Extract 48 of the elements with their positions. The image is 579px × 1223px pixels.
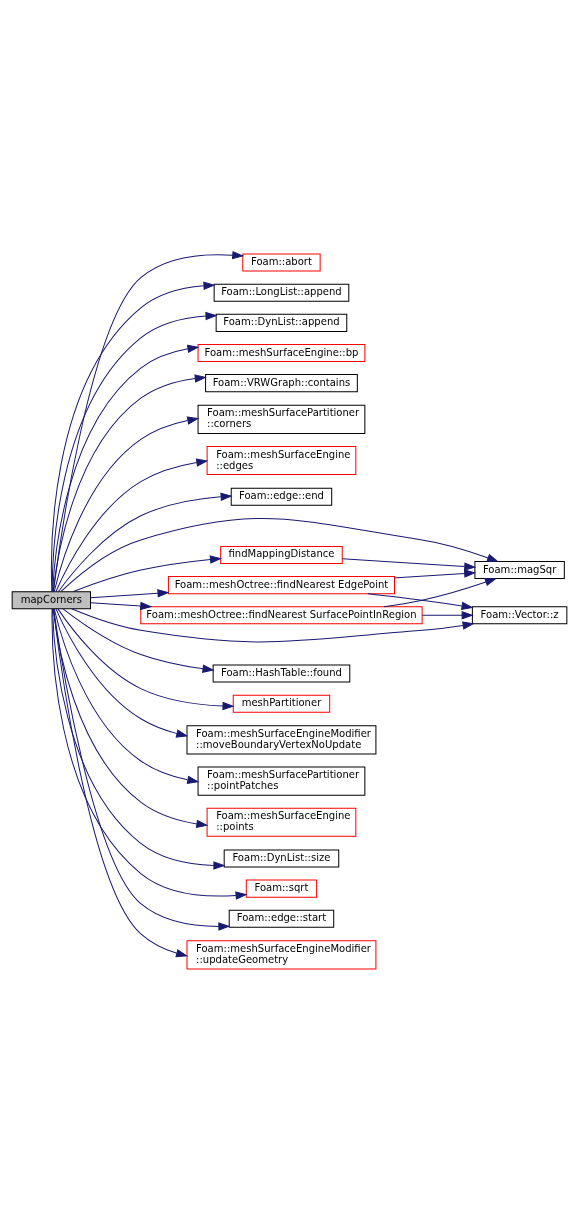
arrow (53, 416, 199, 592)
node-box: Foam::meshOctree::findNearest SurfacePointInRegion (140, 606, 423, 625)
arrow (52, 608, 188, 958)
node-box: Foam::sqrt (245, 879, 318, 898)
node-box: Foam::meshSurfaceEngineModifier ::updateGeometry (186, 940, 377, 970)
node-box: Foam::meshOctree::findNearest EdgePoint (167, 576, 395, 595)
node-box: Foam::meshSurfaceEngine::bp (197, 343, 366, 363)
arrow (52, 251, 244, 593)
arrow (55, 608, 188, 738)
arrow (367, 593, 473, 610)
node-box: Foam::edge::end (230, 487, 333, 506)
arrow (52, 608, 208, 828)
arrow (421, 611, 473, 620)
arrow (71, 608, 474, 643)
arrow (51, 608, 225, 870)
arrow (51, 608, 247, 900)
arrow (52, 344, 199, 593)
node-box: meshPartitioner (232, 694, 331, 713)
node-box: findMappingDistance (220, 545, 343, 564)
node-box: Foam::meshSurfaceEngine ::edges (206, 445, 357, 476)
node-box: Foam::edge::start (228, 909, 335, 928)
node-box: Foam::meshSurfacePartitioner ::corners (197, 404, 366, 434)
arrow (341, 558, 476, 571)
node-box: Foam::DynList::size (223, 849, 340, 868)
arrow (383, 578, 497, 608)
arrow (60, 518, 499, 592)
node-box: Foam::meshSurfaceEngine ::points (206, 807, 357, 837)
arrow (53, 608, 230, 931)
node-box: Foam::Vector::z (471, 606, 568, 625)
arrow (53, 608, 199, 784)
node-box: Foam::meshSurfacePartitioner ::pointPatches (197, 766, 366, 796)
arrow (52, 374, 206, 592)
arrow (57, 492, 232, 592)
arrow (394, 569, 476, 579)
arrow (72, 555, 221, 593)
node-box: Foam::DynList::append (215, 313, 348, 332)
arrow (90, 602, 152, 611)
node-box: Foam::LongList::append (213, 283, 350, 302)
node-box: Foam::HashTable::found (212, 664, 351, 683)
node-box: Foam::abort (242, 253, 321, 272)
arrow (90, 589, 169, 599)
arrow (57, 608, 234, 711)
arrow (55, 458, 208, 592)
node-box: Foam::magSqr (474, 561, 565, 580)
node-box: mapCorners (11, 591, 92, 610)
node-box: Foam::meshSurfaceEngineModifier ::moveBoundaryVertexNoUpdate (186, 725, 377, 755)
node-box: Foam::VRWGraph::contains (205, 374, 358, 393)
arrow (62, 608, 214, 673)
